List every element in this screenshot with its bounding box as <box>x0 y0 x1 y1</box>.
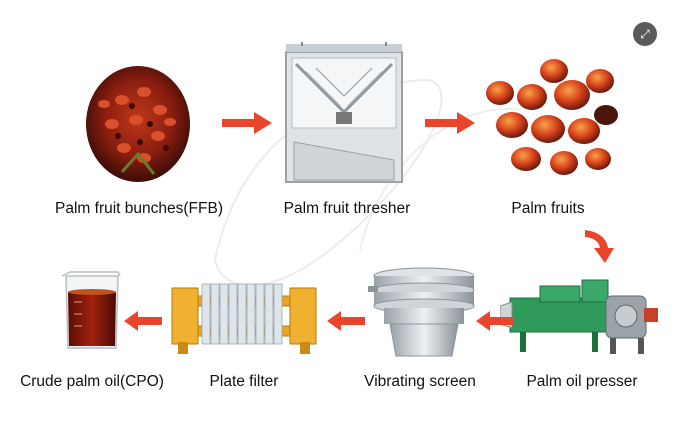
vibrating-screen-image <box>368 267 475 357</box>
arrow-left-icon <box>124 311 162 331</box>
label-palm-fruit-bunches: Palm fruit bunches(FFB) <box>55 200 223 217</box>
palm-fruit-bunch-image <box>86 66 190 182</box>
plate-filter-image <box>171 283 317 354</box>
crude-palm-oil-beaker-image <box>61 271 121 349</box>
label-vibrating-screen: Vibrating screen <box>364 373 476 390</box>
label-palm-fruit-thresher: Palm fruit thresher <box>283 200 411 217</box>
palm-fruits-image <box>486 59 618 175</box>
palm-fruit-thresher-image <box>285 42 403 183</box>
label-palm-fruits: Palm fruits <box>511 200 585 217</box>
arrow-right-icon <box>425 112 475 134</box>
arrow-left-icon <box>327 311 365 331</box>
label-palm-oil-presser: Palm oil presser <box>526 373 638 390</box>
arrow-right-icon <box>222 112 272 134</box>
label-plate-filter: Plate filter <box>209 373 279 390</box>
palm-oil-presser-image <box>500 279 658 354</box>
label-crude-palm-oil: Crude palm oil(CPO) <box>20 373 164 390</box>
arrow-down-curved-icon <box>585 230 614 263</box>
arrow-left-icon <box>476 311 514 331</box>
expand-icon[interactable]: ⤢ <box>633 22 657 46</box>
